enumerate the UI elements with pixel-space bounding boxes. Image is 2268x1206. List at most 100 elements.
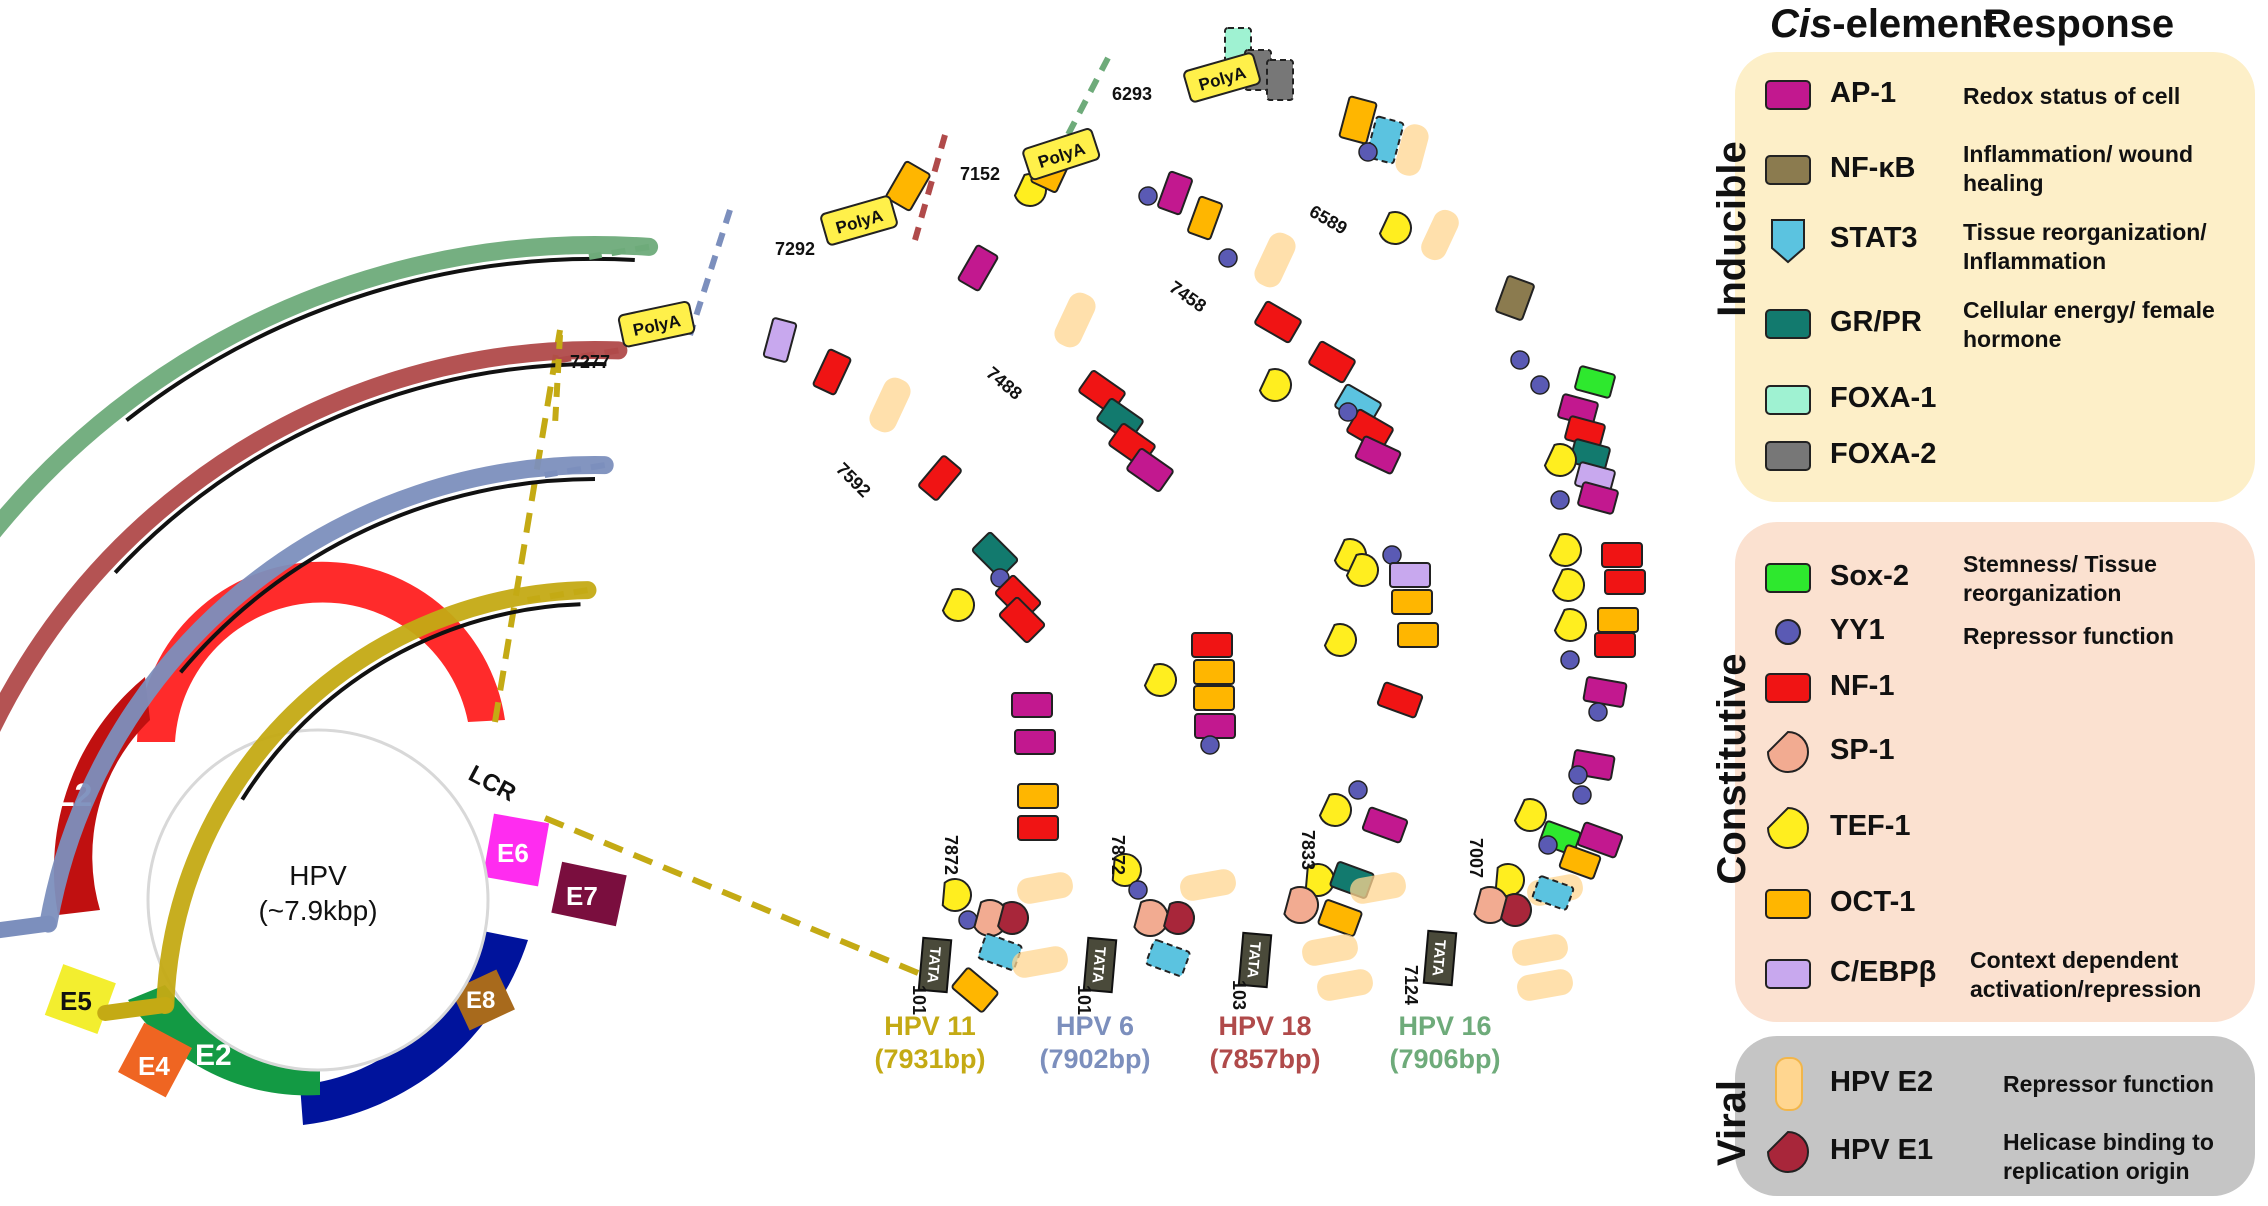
legend-name-ap-1: AP-1	[1830, 77, 1897, 109]
gene-label-E7: E7	[566, 881, 598, 911]
inducible-title: Inducible	[1710, 141, 1754, 317]
site-hpv6-stat3	[1145, 939, 1191, 977]
legend-response-sox-2: Stemness/ Tissue reorganization	[1963, 551, 2157, 606]
gene-L1	[137, 561, 505, 742]
genome-inner	[146, 728, 490, 1072]
legend-shape-2	[1765, 673, 1811, 703]
legend-icon-foxa-2	[1760, 428, 1816, 489]
tata-box-1: TATA	[1082, 936, 1118, 994]
legend-icon-nf-b	[1760, 142, 1816, 203]
site-hpv6-e2-2	[1180, 869, 1236, 901]
site-hpv16-sox2-1	[1574, 365, 1616, 399]
site-hpv16-nfkb	[1495, 275, 1535, 321]
legend-icon-c-ebp-	[1760, 946, 1816, 1007]
arc-lcr-line-2	[113, 362, 607, 574]
tata-number-0: 101	[909, 985, 929, 1015]
arc-3	[0, 236, 659, 538]
gene-label-E4: E4	[138, 1051, 170, 1081]
legend-name-sp-1: SP-1	[1830, 734, 1895, 766]
tata-text-0: TATA	[923, 946, 943, 984]
gene-label-E8: E8	[466, 987, 495, 1014]
polya-box-0: PolyA	[617, 300, 696, 348]
site-hpv16-yy1-8	[1572, 785, 1592, 805]
legend-shape-1	[1766, 1130, 1809, 1173]
polya-link-0	[552, 334, 563, 426]
viral-title: Viral	[1710, 1080, 1754, 1166]
site-hpv18-tef1-5	[1323, 623, 1357, 657]
coord-low_label-1: 7872	[1108, 835, 1128, 875]
arc-0	[156, 581, 597, 1014]
legend-shape-3	[1765, 309, 1811, 339]
gene-label-LCR: LCR	[464, 760, 520, 807]
site-hpv18-cebp	[1389, 562, 1431, 588]
site-hpv18-yy1-5	[1348, 780, 1368, 800]
site-hpv16-foxa2-2	[1266, 59, 1294, 101]
polya-box-2: PolyA	[1022, 128, 1101, 181]
coord-end_label-3: 6293	[1112, 84, 1152, 104]
site-hpv11-ap1-2	[1014, 729, 1056, 755]
legend-name-stat3: STAT3	[1830, 222, 1918, 254]
tata-rect-2	[1237, 931, 1273, 989]
site-hpv16-e1	[1500, 893, 1532, 927]
hpv-type-size-0: (7931bp)	[874, 1044, 985, 1074]
legend-name-hpv-e1: HPV E1	[1830, 1134, 1934, 1166]
legend-shape-0	[1765, 563, 1811, 593]
site-hpv11-nf1-4	[998, 596, 1046, 644]
coord-mid_label-3: 6589	[1306, 201, 1351, 238]
arc-tail-0	[527, 587, 588, 604]
tata-number-2: 103	[1229, 980, 1249, 1010]
site-hpv6-oct1-1	[885, 160, 931, 212]
site-hpv11-stat3	[977, 933, 1023, 971]
coord-mid_label-2: 7458	[1166, 277, 1210, 316]
legend-name-gr-pr: GR/PR	[1830, 306, 1922, 338]
hpv-type-name-1: HPV 6	[1056, 1011, 1134, 1041]
arc-lcr-line-3	[125, 256, 635, 422]
polya-box-3: PolyA	[1183, 52, 1261, 103]
gene-E1	[300, 930, 528, 1125]
site-hpv18-ap1-2	[1354, 435, 1402, 475]
gene-E6	[482, 813, 550, 887]
tata-number-3: 7124	[1401, 965, 1421, 1005]
site-hpv16-tef1-6	[1513, 798, 1547, 832]
constitutive-panel	[1735, 522, 2255, 1022]
tata-text-3: TATA	[1428, 939, 1448, 977]
arc-stub-1	[0, 915, 57, 939]
legend-shape-1	[1775, 619, 1801, 645]
polya-rect-3	[1183, 52, 1261, 103]
legend-header-cis: Cis-element	[1770, 2, 1997, 47]
legend-icon-stat3	[1760, 212, 1816, 273]
legend-header-response: Response	[1983, 2, 2175, 46]
site-hpv6-oct1-2	[1193, 659, 1235, 685]
site-hpv6-ap1-2	[1126, 448, 1174, 492]
inducible-panel	[1735, 52, 2255, 502]
tata-box-0: TATA	[917, 936, 953, 994]
legend-shape-2	[1771, 219, 1805, 264]
site-hpv16-tef1-1	[1378, 211, 1412, 245]
site-hpv11-nf1-2	[918, 455, 962, 501]
site-hpv18-ap1-3	[1361, 806, 1409, 844]
legend-icon-sp-1	[1760, 724, 1816, 785]
arc-labels-layer: PolyAPolyAPolyAPolyA72777592787272927488…	[570, 52, 1501, 1074]
site-hpv11-oct1-2	[951, 967, 999, 1013]
polya-rect-2	[1022, 128, 1101, 181]
tata-rect-3	[1422, 929, 1458, 987]
legend-icon-tef-1	[1760, 800, 1816, 861]
legend-icon-hpv-e1	[1760, 1124, 1816, 1185]
legend-response-ap-1: Redox status of cell	[1963, 83, 2181, 109]
site-hpv18-oct1-3	[1391, 589, 1433, 615]
coord-end_label-1: 7292	[775, 239, 815, 259]
tata-text-2: TATA	[1243, 941, 1263, 979]
legend-icon-nf-1	[1760, 660, 1816, 721]
legend-name-nf-1: NF-1	[1830, 670, 1895, 702]
polya-link-2	[912, 134, 948, 241]
gene-label-E6: E6	[497, 838, 529, 868]
arc-lcr-line-1	[179, 477, 596, 674]
site-hpv18-nf1-4	[1376, 681, 1424, 719]
site-hpv16-tef1-2	[1543, 443, 1577, 477]
hpv-type-name-3: HPV 16	[1398, 1011, 1491, 1041]
gene-label-E5: E5	[60, 986, 92, 1016]
legend: Cis-element Response Inducible Constitut…	[1660, 0, 2268, 1206]
zoom-line-bottom	[543, 815, 937, 983]
coord-low_label-0: 7872	[941, 835, 961, 875]
arc-stub-0	[97, 996, 174, 1021]
